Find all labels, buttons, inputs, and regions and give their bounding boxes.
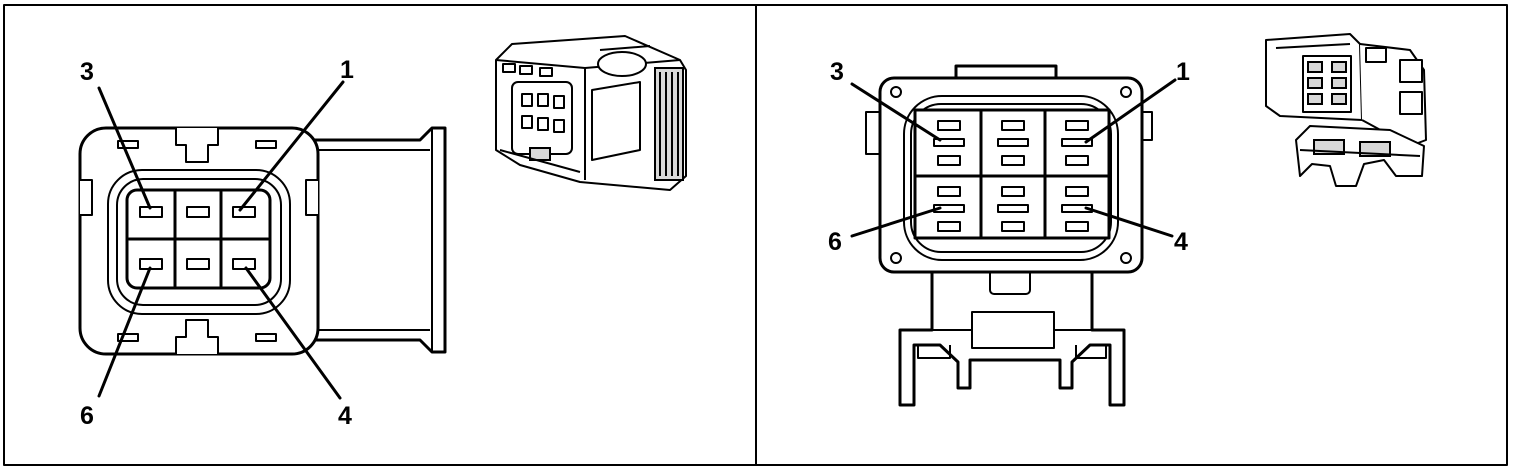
left-terminal-5 bbox=[186, 258, 210, 270]
left-pin-label-1: 1 bbox=[340, 56, 354, 84]
left-terminal-4 bbox=[232, 258, 256, 270]
right-terminal-3 bbox=[937, 120, 961, 131]
left-pin-label-4: 4 bbox=[338, 402, 352, 430]
left-leader-3 bbox=[97, 86, 152, 210]
left-connector-side-body bbox=[298, 126, 447, 354]
right-terminal-4 bbox=[1065, 186, 1089, 197]
right-pin-label-6: 6 bbox=[828, 228, 842, 256]
left-pin-label-3: 3 bbox=[80, 58, 94, 86]
right-mounting-bracket bbox=[898, 268, 1126, 407]
left-connector-isometric-thumbnail bbox=[495, 35, 687, 191]
right-cavity-block bbox=[913, 108, 1111, 240]
left-leader-6 bbox=[97, 266, 152, 398]
right-pin-label-1: 1 bbox=[1176, 58, 1190, 86]
right-terminal-6 bbox=[937, 186, 961, 197]
left-seal-inner bbox=[116, 178, 282, 306]
right-leader-3 bbox=[850, 82, 942, 142]
left-pin-label-6: 6 bbox=[80, 402, 94, 430]
right-connector-face-view: 3 1 6 4 bbox=[828, 58, 1190, 407]
right-terminal-5 bbox=[1001, 186, 1025, 197]
left-seal-outer bbox=[107, 169, 291, 315]
right-terminal-2 bbox=[1001, 120, 1025, 131]
left-connector-face-view: 3 1 6 4 bbox=[78, 56, 447, 430]
right-leader-4 bbox=[1084, 206, 1174, 238]
left-terminal-1 bbox=[232, 206, 256, 218]
right-pin-label-3: 3 bbox=[830, 58, 844, 86]
left-leader-1 bbox=[238, 80, 345, 212]
left-leader-4 bbox=[244, 266, 342, 400]
right-leader-1 bbox=[1084, 78, 1177, 144]
left-terminal-2 bbox=[186, 206, 210, 218]
right-terminal-1 bbox=[1065, 120, 1089, 131]
right-connector-isometric-thumbnail bbox=[1265, 33, 1427, 187]
right-leader-6 bbox=[850, 206, 942, 238]
right-pin-label-4: 4 bbox=[1174, 228, 1188, 256]
